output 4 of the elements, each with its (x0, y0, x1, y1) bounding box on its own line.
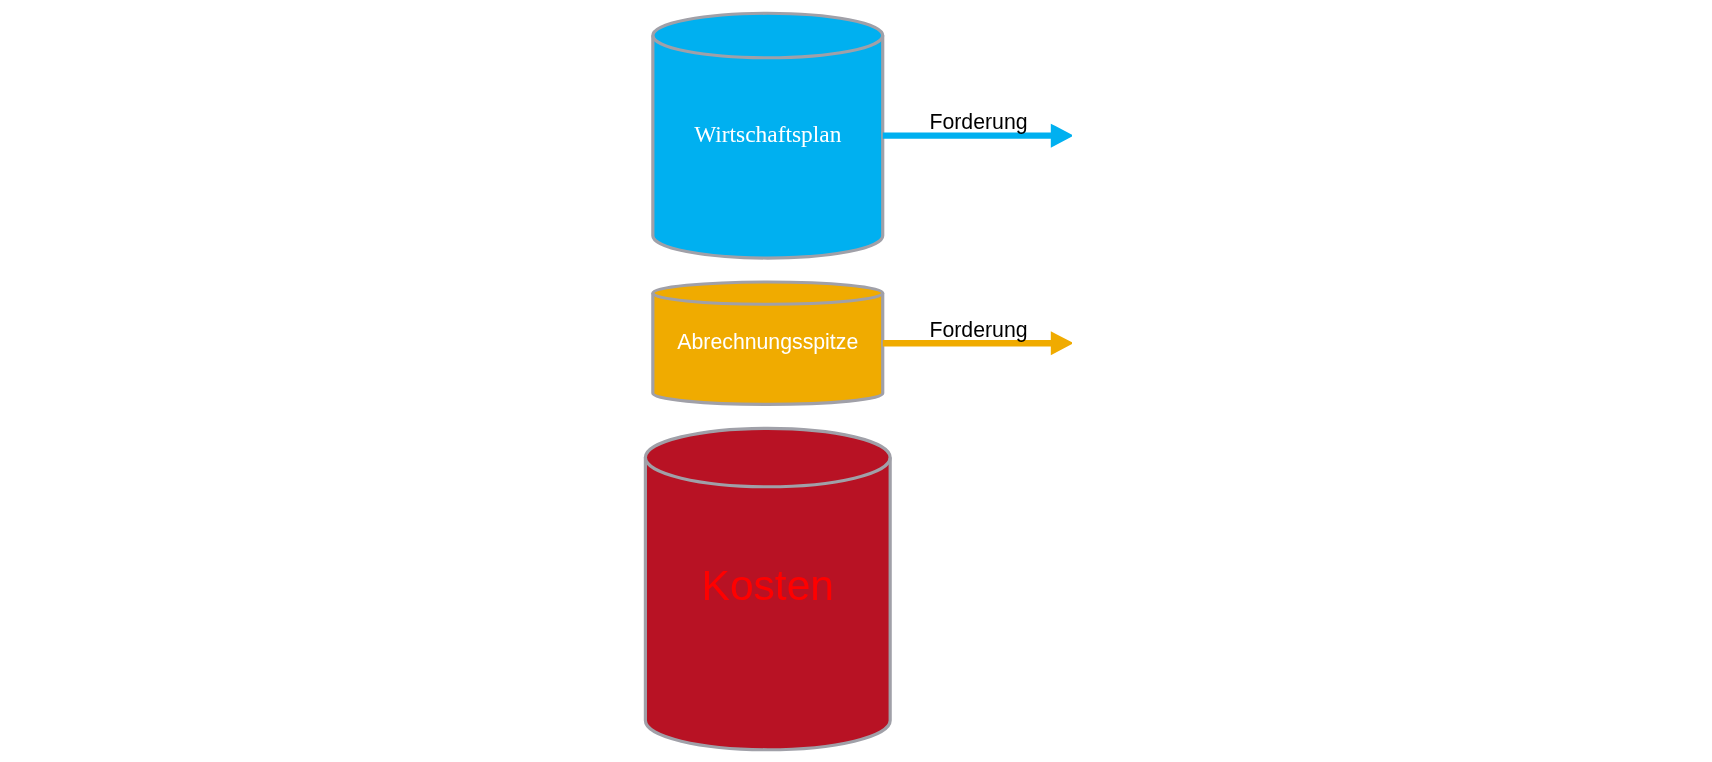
edge-label: Forderung (928, 317, 1028, 342)
edge-label: Forderung (928, 109, 1028, 134)
arrow (882, 123, 1072, 148)
arrow (882, 330, 1072, 355)
